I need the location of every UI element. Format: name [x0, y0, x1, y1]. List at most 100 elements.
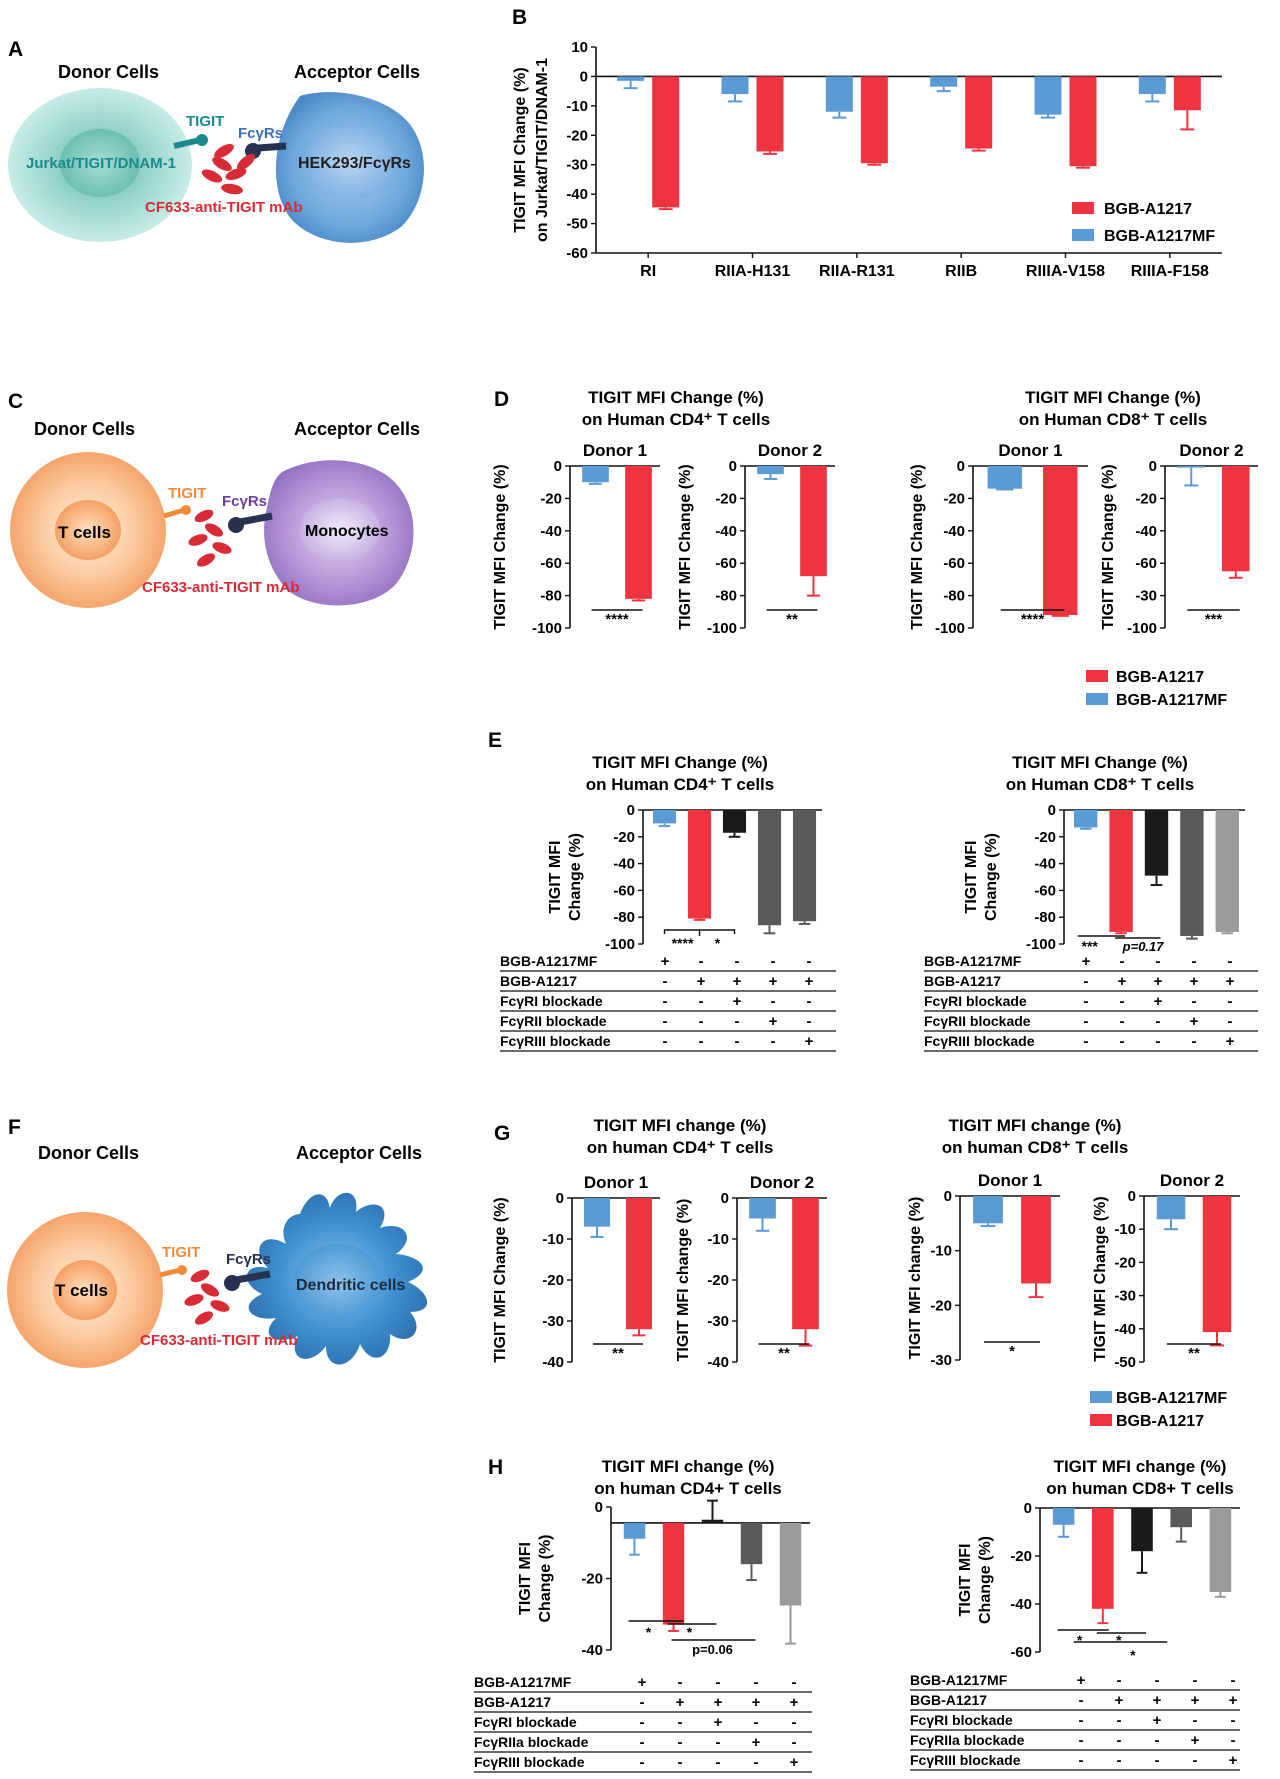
y-tick-label: -20 — [542, 1272, 564, 1289]
tigit-stalk — [163, 507, 185, 519]
significance-label: *** — [1205, 611, 1223, 628]
treatment-cell: - — [1155, 1752, 1160, 1769]
y-tick-label: 0 — [556, 1190, 564, 1207]
fcr-stalk — [257, 142, 287, 152]
bar — [1177, 466, 1206, 468]
bar — [1170, 1508, 1192, 1528]
y-tick-label: 0 — [1048, 802, 1056, 819]
treatment-cell: - — [1193, 1752, 1198, 1769]
legend-swatch — [1086, 670, 1108, 682]
treatment-row-label: FcγRIII blockade — [924, 1033, 1035, 1049]
y-tick-label: -100 — [707, 620, 737, 637]
treatment-cell: - — [1084, 973, 1089, 990]
treatment-cell: + — [1077, 1672, 1086, 1689]
y-tick-label: -40 — [943, 523, 965, 540]
y-tick-label: -80 — [715, 588, 737, 605]
tigit-head — [196, 134, 208, 146]
treatment-cell: + — [805, 1033, 814, 1050]
treatment-cell: - — [1228, 993, 1233, 1010]
y-tick-label: 0 — [729, 458, 737, 475]
chart-subtitle: Donor 2 — [1160, 1171, 1224, 1190]
chart-subtitle: on Human CD4⁺ T cells — [582, 410, 770, 429]
panel-label-f: F — [8, 1116, 21, 1139]
y-tick-label: -100 — [532, 620, 562, 637]
treatment-cell: - — [678, 1754, 683, 1771]
donor-cell-name: T cells — [58, 523, 111, 542]
y-tick-label: -10 — [930, 1243, 952, 1260]
y-tick-label: -60 — [540, 555, 562, 572]
treatment-cell: + — [697, 973, 706, 990]
legend-label: BGB-A1217 — [1104, 201, 1192, 218]
y-tick-label: -60 — [1010, 1644, 1032, 1661]
y-axis-label: TIGIT MFI Change (%) — [909, 464, 926, 629]
panel-f-schematic: F Donor Cells Acceptor Cells T cells Den… — [7, 1116, 428, 1368]
panel-d-titles: TIGIT MFI Change (%) on Human CD4⁺ T cel… — [582, 388, 1207, 429]
treatment-row-label: FcγRIII blockade — [500, 1033, 611, 1049]
fcr-stalk — [239, 512, 273, 526]
y-tick-label: -60 — [1135, 555, 1157, 572]
chart-title: TIGIT MFI Change (%) — [1025, 388, 1201, 407]
chart-subtitle: Donor 1 — [978, 1171, 1042, 1190]
bar — [756, 76, 784, 152]
y-tick-label: -60 — [715, 555, 737, 572]
significance-label: * — [646, 1624, 652, 1640]
y-tick-label: -20 — [566, 127, 588, 144]
treatment-cell: + — [1229, 1692, 1238, 1709]
y-tick-label: -30 — [707, 1313, 729, 1330]
fcr-head — [224, 1275, 240, 1291]
legend-label: BGB-A1217MF — [1104, 228, 1215, 245]
treatment-row-label: FcγRIIa blockade — [910, 1732, 1025, 1748]
treatment-cell: - — [699, 1013, 704, 1030]
fcr-label: FcγRs — [226, 1251, 271, 1268]
panel-g-titles: TIGIT MFI change (%) on human CD4⁺ T cel… — [587, 1116, 1129, 1157]
y-axis-label: TIGIT MFI change (%) — [675, 1199, 692, 1362]
treatment-cell: - — [1231, 1732, 1236, 1749]
legend-swatch — [1072, 229, 1094, 241]
acceptor-cell-nucleus — [306, 124, 394, 200]
treatment-row-label: FcγRI blockade — [474, 1714, 577, 1730]
donor-label: Donor Cells — [58, 62, 159, 82]
acceptor-cell-name: Monocytes — [305, 523, 389, 540]
chart-subtitle: on Human CD4⁺ T cells — [586, 775, 774, 794]
h-significance: **p=0.06*** — [628, 1620, 1168, 1663]
treatment-cell: - — [1231, 1712, 1236, 1729]
bar — [1221, 466, 1250, 572]
tigit-head — [181, 505, 191, 515]
chart-title: TIGIT MFI change (%) — [949, 1116, 1122, 1135]
bar — [1052, 1508, 1075, 1525]
bar — [792, 810, 817, 922]
y-axis-label: TIGIT MFI Change (%) — [677, 464, 694, 629]
panel-label-a: A — [8, 38, 23, 61]
bar — [662, 1522, 685, 1625]
legend-label: BGB-A1217 — [1116, 669, 1204, 686]
chart-subtitle: Donor 2 — [1179, 441, 1243, 460]
y-tick-label: -10 — [542, 1231, 564, 1248]
donor-label: Donor Cells — [34, 419, 135, 439]
bar — [721, 76, 749, 95]
y-axis-label: TIGIT MFI change (%) — [907, 1197, 924, 1360]
y-tick-label: -80 — [943, 588, 965, 605]
bar — [625, 466, 652, 599]
panel-a-schematic: A Donor Cells Acceptor Cells Jurkat/TIGI… — [8, 38, 424, 243]
treatment-cell: - — [735, 1033, 740, 1050]
fcr-label: FcγRs — [238, 125, 283, 142]
chart-subtitle: on human CD4+ T cells — [594, 1479, 782, 1498]
treatment-cell: - — [1117, 1732, 1122, 1749]
acceptor-cell-nucleus — [300, 498, 380, 562]
bar — [1021, 1196, 1051, 1284]
treatment-cell: - — [1079, 1692, 1084, 1709]
y-tick-label: -40 — [566, 186, 588, 203]
treatment-row-label: FcγRI blockade — [924, 993, 1027, 1009]
bar — [1043, 466, 1078, 616]
panel-label-c: C — [8, 390, 23, 413]
y-tick-label: -80 — [540, 588, 562, 605]
treatment-cell: - — [1193, 1672, 1198, 1689]
treatment-cell: - — [1155, 1732, 1160, 1749]
y-tick-label: -30 — [930, 1352, 952, 1369]
chart-subtitle: on human CD4⁺ T cells — [587, 1138, 774, 1157]
